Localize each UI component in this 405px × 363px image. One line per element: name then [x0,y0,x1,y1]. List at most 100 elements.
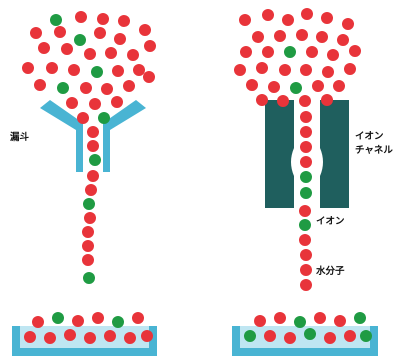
water-molecule-ball [22,62,34,74]
ion-ball [91,66,103,78]
water-molecule-ball [104,330,116,342]
water-molecule-ball [274,312,286,324]
water-molecule-ball [114,33,126,45]
water-molecule-ball [111,96,123,108]
ion-ball [83,198,95,210]
water-molecule-ball [112,65,124,77]
water-molecule-ball [61,43,73,55]
water-molecule-ball [64,329,76,341]
ion-ball [294,316,306,328]
ion-ball [52,312,64,324]
funnel-shape [40,100,146,172]
ion-channel-left-half [265,100,294,208]
water-molecule-ball [84,48,96,60]
water-molecule-ball [101,83,113,95]
water-molecule-ball [334,315,346,327]
water-molecule-ball [264,330,276,342]
molecule-group [22,8,372,344]
water-molecule-ball [256,94,268,106]
water-molecule-ball [299,95,311,107]
water-molecule-ball [87,126,99,138]
water-molecule-ball [262,9,274,21]
water-molecule-ball [32,316,44,328]
water-molecule-ball [300,264,312,276]
water-molecule-ball [312,80,324,92]
ion-ball [83,272,95,284]
water-molecule-ball [300,249,312,261]
water-molecule-ball [85,184,97,196]
water-molecule-ball [54,26,66,38]
water-molecule-ball [24,331,36,343]
water-molecule-ball [30,27,42,39]
water-molecule-ball [300,156,312,168]
water-molecule-ball [239,14,251,26]
water-molecule-ball [234,64,246,76]
water-molecule-ball [44,332,56,344]
water-molecule-ball [344,63,356,75]
water-molecule-ball [97,13,109,25]
water-molecule-ball [46,62,58,74]
water-molecule-ball [324,332,336,344]
water-molecule-ball [246,79,258,91]
water-molecule-ball [333,80,345,92]
water-molecule-ball [141,330,153,342]
water-molecule-ball [300,279,312,291]
water-molecule-ball [66,97,78,109]
water-molecule-ball [300,126,312,138]
water-molecule-ball [127,49,139,61]
water-molecule-ball [262,46,274,58]
water-molecule-ball [300,141,312,153]
water-molecule-ball [123,80,135,92]
water-molecule-ball [321,12,333,24]
water-molecule-ball [337,34,349,46]
water-molecule-ball [84,332,96,344]
water-molecule-ball [118,15,130,27]
ion-ball [89,154,101,166]
water-molecule-ball [306,46,318,58]
water-molecule-ball [279,64,291,76]
water-molecule-ball [299,234,311,246]
water-molecule-ball [105,47,117,59]
ion-ball [360,330,372,342]
water-molecule-ball [124,332,136,344]
water-molecule-ball [344,330,356,342]
water-molecule-ball [87,140,99,152]
ion-ball [74,34,86,46]
water-molecule-ball [143,71,155,83]
water-molecule-ball [322,66,334,78]
water-molecule-ball [80,82,92,94]
water-molecule-ball [296,29,308,41]
ion-ball [284,46,296,58]
ion-ball [244,330,256,342]
water-molecule-ball [342,18,354,30]
water-molecule-ball [82,226,94,238]
water-molecule-ball [82,254,94,266]
water-molecule-ball [82,240,94,252]
ion-channel-label-line1: イオン [355,131,384,142]
water-molecule-ball [72,315,84,327]
water-molecule-ball [240,46,252,58]
water-molecule-ball [282,14,294,26]
ion-ball [290,82,302,94]
water-molecule-ball [139,24,151,36]
water-molecule-ball [77,112,89,124]
water-molecule-ball [252,31,264,43]
ion-ball [299,219,311,231]
water-molecule-ball [314,312,326,324]
water-molecule-ball [316,31,328,43]
ion-ball [57,82,69,94]
water-molecule-ball [300,111,312,123]
water-molecule-ball [321,94,333,106]
right-tray [232,326,378,356]
ion-ball [112,316,124,328]
water-molecule-ball [299,205,311,217]
water-molecule-ball [301,8,313,20]
funnel-label: 漏斗 [10,131,30,143]
ion-ball [98,112,110,124]
water-molecule-ball [38,42,50,54]
ion-ball [300,171,312,183]
water-molecule-ball [268,81,280,93]
water-molecule-ball [92,312,104,324]
water-molecule-ball [133,64,145,76]
